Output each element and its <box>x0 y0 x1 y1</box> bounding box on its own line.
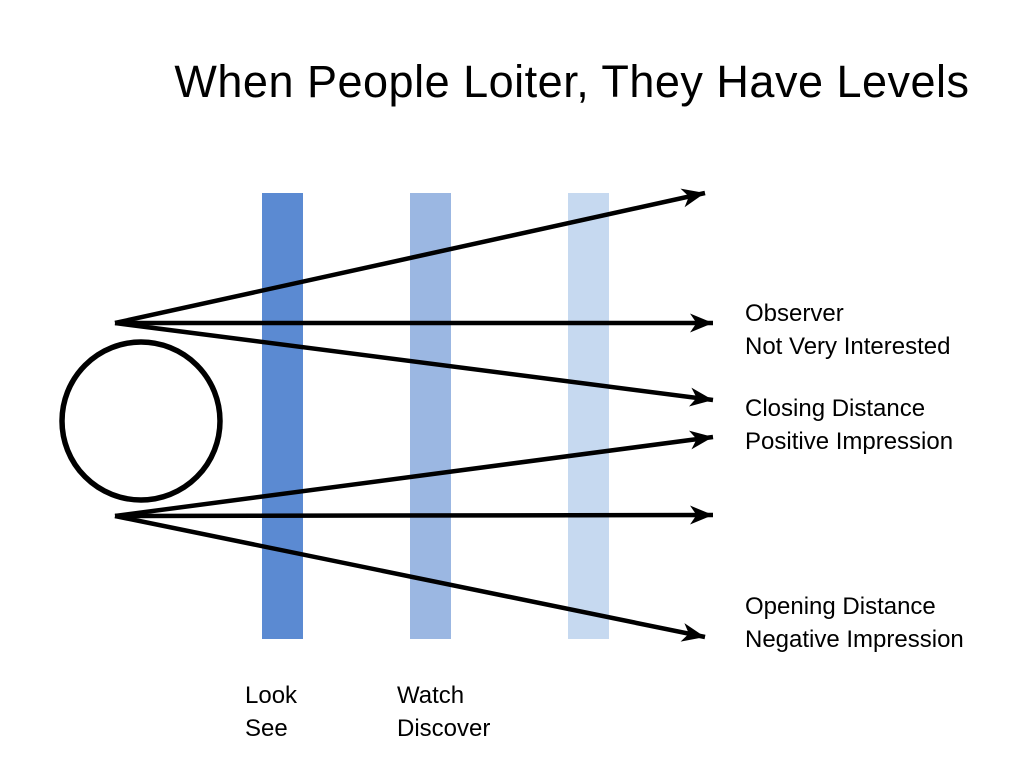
label-closing-line2: Positive Impression <box>745 428 954 455</box>
label-zone-watch-discover: Watch Discover <box>397 679 490 745</box>
zone-bar-watch-discover <box>410 193 451 639</box>
zone-bar-look-see <box>262 193 303 639</box>
label-zone-look-see: Look See <box>245 679 297 745</box>
label-opening-line1: Opening Distance <box>745 593 936 620</box>
label-closing-distance: Closing Distance Positive Impression <box>745 392 953 458</box>
arrow-lower-level <box>114 505 714 525</box>
label-zone2-line1: Watch <box>397 682 465 709</box>
label-closing-line1: Closing Distance <box>745 395 926 422</box>
label-observer-level: Observer Not Very Interested <box>745 297 950 363</box>
label-observer-line2: Not Very Interested <box>745 333 951 360</box>
arrow-upper-diverging <box>114 188 706 326</box>
arrow-closing-distance <box>114 320 714 407</box>
label-zone1-line2: See <box>245 715 288 742</box>
arrow-opening-distance <box>114 513 706 642</box>
gaze-arrows-lower <box>114 430 714 642</box>
label-opening-distance: Opening Distance Negative Impression <box>745 590 964 656</box>
gaze-arrows-upper <box>114 188 714 407</box>
label-zone1-line1: Look <box>245 682 298 709</box>
label-opening-line2: Negative Impression <box>745 626 964 653</box>
label-observer-line1: Observer <box>745 300 844 327</box>
observer-circle-icon <box>59 339 223 503</box>
label-zone2-line2: Discover <box>397 715 491 742</box>
zone-bar-outer <box>568 193 609 639</box>
slide-title: When People Loiter, They Have Levels <box>174 56 970 107</box>
arrow-positive-impression <box>114 430 714 519</box>
